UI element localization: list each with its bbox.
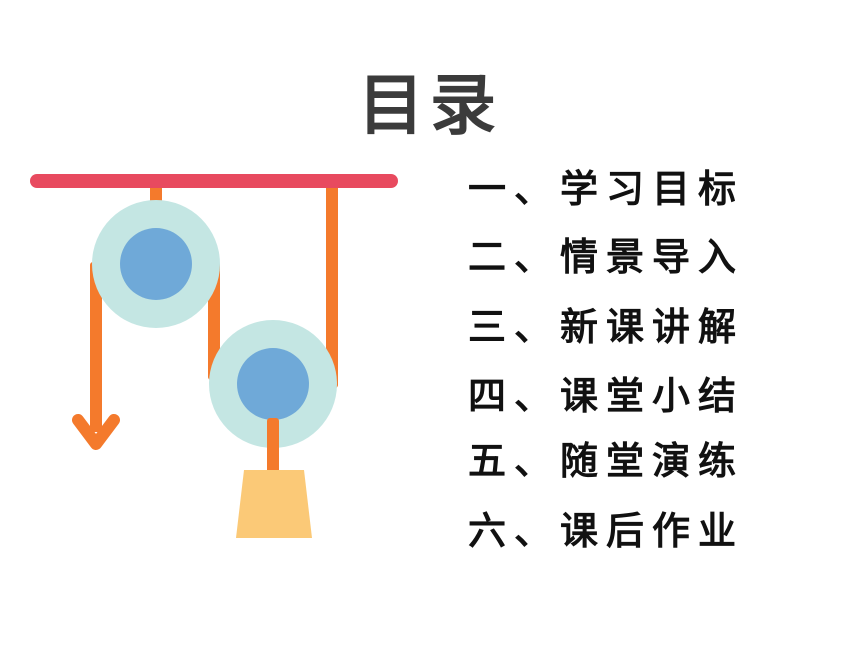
toc-item[interactable]: 六、课后作业 <box>468 508 745 553</box>
page-title: 目录 <box>358 67 502 144</box>
table-of-contents: 一、学习目标 二、情景导入 三、新课讲解 四、课堂小结 五、随堂演练 六、课后作… <box>468 168 744 552</box>
weight-hanger <box>267 418 279 480</box>
weight-block <box>236 470 312 538</box>
toc-item[interactable]: 四、课堂小结 <box>468 373 745 418</box>
toc-item[interactable]: 二、情景导入 <box>468 234 745 279</box>
toc-item[interactable]: 五、随堂演练 <box>468 438 745 483</box>
pull-arrow-icon <box>72 414 120 450</box>
rope-right-anchor <box>326 178 338 388</box>
toc-item[interactable]: 一、学习目标 <box>468 166 745 211</box>
toc-item[interactable]: 三、新课讲解 <box>468 304 745 349</box>
pulley-system-icon <box>30 174 398 538</box>
ceiling-bar <box>30 174 398 188</box>
fixed-pulley-hub <box>120 228 192 300</box>
rope-left-free <box>90 262 102 432</box>
movable-pulley-hub <box>237 348 309 420</box>
